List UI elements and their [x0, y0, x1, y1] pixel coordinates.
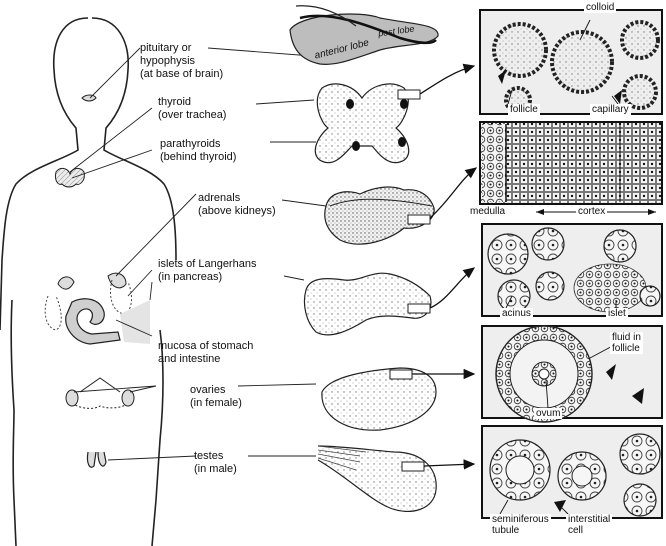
label-fluid-follicle: fluid in follicle: [610, 332, 643, 354]
testes-shape: [86, 451, 107, 468]
ovary-right: [121, 389, 135, 407]
cortex-arrow-right: [648, 209, 656, 215]
thyroid-small: [55, 167, 85, 188]
pituitary-enlarged: [289, 5, 439, 65]
label-medulla: medulla: [468, 206, 508, 217]
panel-adrenal: [479, 121, 663, 205]
ovaries-tubes: [79, 377, 121, 393]
panel-ovary: [481, 325, 663, 423]
body-outline: [0, 17, 177, 546]
pancreas-enlarged: [303, 272, 432, 336]
label-mucosa: mucosa of stomach and intestine: [158, 340, 254, 365]
arrows: [412, 63, 478, 470]
stomach-pancreas: [65, 298, 121, 345]
label-seminiferous: seminiferous tubule: [490, 514, 551, 536]
parathyroid-2: [400, 99, 408, 109]
leader-lines: [69, 47, 327, 461]
label-islets: islets of Langerhans (in pancreas): [158, 258, 257, 283]
pituitary-mark: [81, 94, 97, 102]
label-interstitial: interstitial cell: [566, 514, 613, 536]
label-islet: islet: [606, 308, 628, 319]
kidney-right: [107, 272, 127, 289]
label-parathyroids: parathyroids (behind thyroid): [160, 138, 237, 163]
kidney-left: [57, 276, 75, 290]
panel-pancreas: [481, 223, 663, 317]
kidney-left-outline: [44, 295, 62, 331]
label-cortex: cortex: [576, 206, 608, 217]
label-pituitary: pituitary or hypophysis (at base of brai…: [140, 42, 224, 80]
thyroid-sample-box: [397, 89, 421, 100]
label-ovum: ovum: [534, 408, 563, 419]
parathyroid-4: [398, 137, 406, 147]
label-acinus: acinus: [500, 308, 533, 319]
label-adrenals: adrenals (above kidneys): [198, 192, 276, 217]
cortex-arrow-left: [536, 209, 544, 215]
label-testes: testes (in male): [194, 450, 237, 475]
parathyroid-1: [346, 99, 354, 109]
ovary-enlarged: [321, 367, 437, 431]
panel-testis: [481, 425, 663, 519]
label-thyroid: thyroid (over trachea): [158, 96, 227, 121]
label-ovaries: ovaries (in female): [190, 384, 242, 409]
pancreas-shading: [120, 300, 150, 344]
ovary-left: [65, 389, 79, 407]
thyroid-enlarged: [314, 83, 410, 164]
label-colloid: colloid: [584, 2, 617, 13]
parathyroid-3: [352, 141, 360, 151]
adrenal-enlarged: [324, 186, 435, 245]
label-follicle: follicle: [508, 104, 540, 115]
label-capillary: capillary: [590, 104, 631, 115]
panel-thyroid: [479, 9, 663, 115]
testis-enlarged: [317, 445, 437, 512]
